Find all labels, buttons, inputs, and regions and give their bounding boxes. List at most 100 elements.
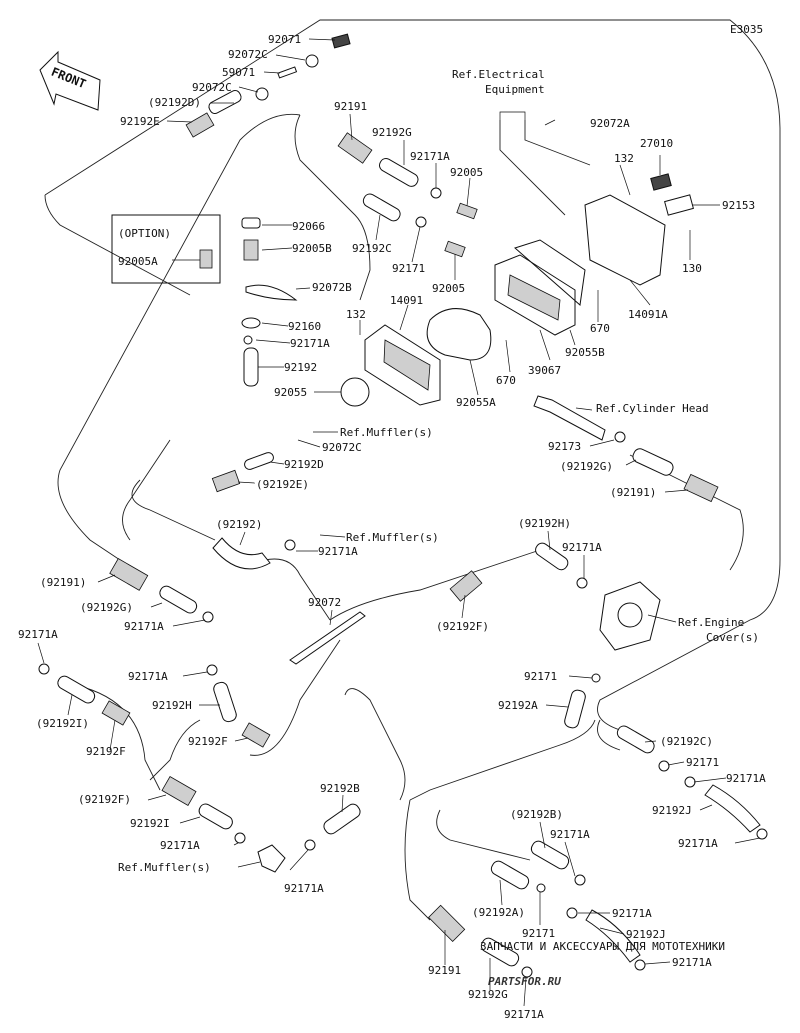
clip-92072B	[245, 284, 298, 301]
part-label: 92171A	[128, 670, 168, 683]
part-label: 92171A	[18, 628, 58, 641]
clamp-icon	[634, 959, 646, 971]
part-label: Cover(s)	[706, 631, 759, 644]
part-label: 92171A	[562, 541, 602, 554]
hose-92192G-top	[379, 158, 419, 187]
part-label: 92171	[522, 927, 555, 940]
spring-92191-left	[109, 558, 149, 591]
clamp-icon	[243, 335, 253, 345]
part-label: 92005	[450, 166, 483, 179]
part-label: 92071	[268, 33, 301, 46]
tee-fitting	[257, 844, 286, 873]
part-label: 92192G	[372, 126, 412, 139]
part-label: 92072C	[322, 441, 362, 454]
part-label: (92192)	[216, 518, 262, 531]
clamp-icon	[576, 577, 588, 589]
reed-valve-39067	[494, 254, 576, 336]
part-label: 92055B	[565, 346, 605, 359]
part-label: 92005	[432, 282, 465, 295]
clamp-icon	[574, 874, 586, 886]
bolt-92005B	[243, 239, 259, 261]
hose-92192H	[535, 542, 569, 571]
hose-92192C-right	[616, 725, 655, 754]
part-label: 92055A	[456, 396, 496, 409]
part-label: 92171A	[284, 882, 324, 895]
part-label: Ref.Cylinder Head	[596, 402, 709, 415]
part-label: (92192E)	[256, 478, 309, 491]
part-label: Ref.Engine	[678, 616, 744, 629]
part-label: 92192J	[626, 928, 666, 941]
engine-cover-fitting	[599, 581, 661, 651]
part-label: 92171A	[124, 620, 164, 633]
clamp-group	[38, 187, 768, 978]
part-label: 14091A	[628, 308, 668, 321]
hose-92192B	[323, 803, 361, 835]
hose-92192J-lower	[585, 909, 641, 963]
clamp-icon	[415, 216, 427, 228]
part-label: 92066	[292, 220, 325, 233]
hose-92192G-bottom	[480, 937, 520, 967]
part-label: (92192A)	[472, 906, 525, 919]
part-label: 92192H	[152, 699, 192, 712]
hardware-group	[199, 33, 370, 407]
fitting-92005-b	[444, 240, 466, 258]
part-label: (92192F)	[78, 793, 131, 806]
spring-92191-right	[683, 473, 719, 503]
part-label: (92192D)	[148, 96, 201, 109]
part-label: (92191)	[40, 576, 86, 589]
clamp-icon	[566, 907, 578, 919]
part-label: 92192C	[352, 242, 392, 255]
spring-92192E-mid	[211, 469, 241, 493]
clamp-icon	[284, 539, 296, 551]
part-label: (92192I)	[36, 717, 89, 730]
fitting-92071	[331, 33, 351, 49]
hose-92192B-right	[530, 840, 570, 870]
watermark-line1: ЗАПЧАСТИ И АКСЕССУАРЫ ДЛЯ МОТОТЕХНИКИ	[480, 940, 725, 953]
hose-92192D-mid	[244, 452, 274, 470]
part-label: 92171A	[726, 772, 766, 785]
watermark-line2: PARTSFOR.RU	[488, 975, 561, 988]
part-label: 130	[682, 262, 702, 275]
part-label: 92192B	[320, 782, 360, 795]
hose-92192G-right	[632, 448, 674, 476]
part-label: 92192J	[652, 804, 692, 817]
part-label: 92171A	[410, 150, 450, 163]
gasket-92055A	[426, 308, 492, 361]
front-arrow-icon: FRONT	[39, 50, 101, 111]
clamp-icon	[304, 839, 316, 851]
part-label: (92192H)	[518, 517, 571, 530]
part-label: 92072	[308, 596, 341, 609]
part-label: 92072B	[312, 281, 352, 294]
part-label: Ref.Electrical	[452, 68, 545, 81]
part-label: 92171A	[318, 545, 358, 558]
part-label: 92072C	[228, 48, 268, 61]
diagram-code: E3035	[730, 23, 763, 36]
spring-92192E	[185, 112, 215, 138]
part-label: 92171	[524, 670, 557, 683]
option-box	[111, 214, 221, 284]
sensor-92153	[664, 194, 694, 216]
part-label: 14091	[390, 294, 423, 307]
part-label: Ref.Muffler(s)	[346, 531, 439, 544]
hose-92192J	[704, 784, 761, 833]
part-label: 92055	[274, 386, 307, 399]
hose-92192G-left	[159, 585, 198, 614]
leader-lines	[37, 38, 761, 1007]
clamp-icon	[234, 832, 246, 844]
part-label: 92192D	[284, 458, 324, 471]
wire-electrical	[499, 120, 591, 216]
sensor-27010	[650, 173, 672, 191]
clamp-icon	[684, 776, 696, 788]
part-label: 92191	[334, 100, 367, 113]
valve-body-14091	[364, 324, 441, 406]
part-label: 92192A	[498, 699, 538, 712]
spring-92191-bottom	[428, 904, 466, 942]
bolt-92005A	[199, 249, 213, 269]
hose-92192-bent	[212, 537, 271, 570]
washer-92160	[241, 317, 261, 329]
part-label: 670	[590, 322, 610, 335]
part-label: (92192B)	[510, 808, 563, 821]
part-label: 92171	[686, 756, 719, 769]
part-label: 27010	[640, 137, 673, 150]
spring-92192F	[449, 570, 483, 602]
